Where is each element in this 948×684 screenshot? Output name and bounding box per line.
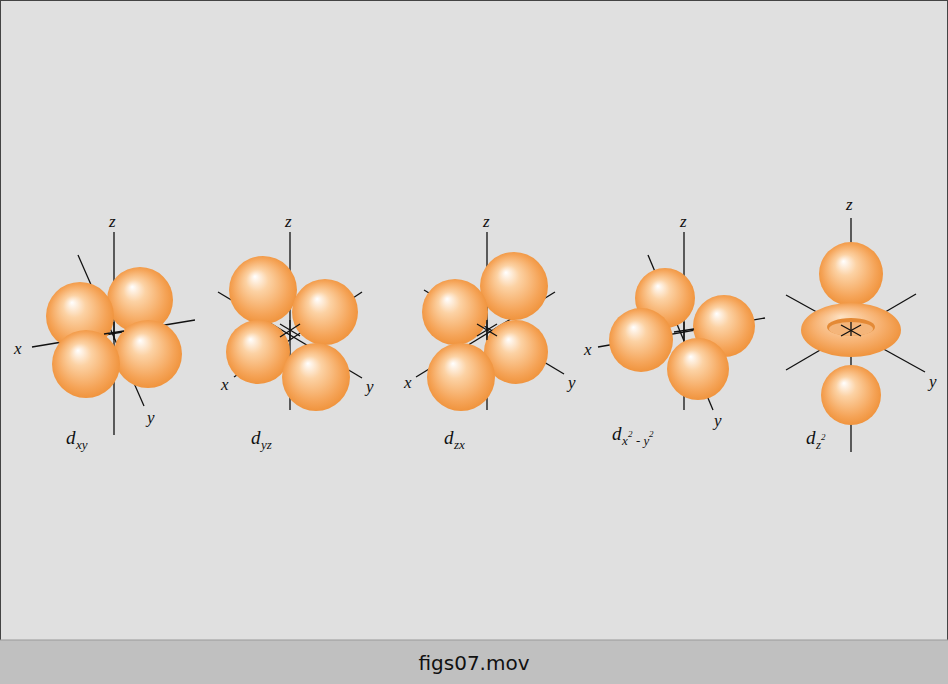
orbital-superscript: 2 [649,430,654,439]
orbital-subscript: x [622,434,628,447]
caption-bar: figs07.mov [0,641,948,684]
axis-label: z [680,213,687,230]
orbital-label: d [612,424,622,443]
orbital-label: d [66,428,76,447]
orbital-lobes [46,242,901,425]
bottom-bar [0,640,948,684]
orbital-label: d [444,428,454,447]
orbital-label: d [806,428,816,447]
orbital-subscript: zx [454,438,465,451]
orbital-superscript: 2 [821,433,826,442]
orbital-superscript: 2 [628,430,633,439]
orbital-subscript: yz [261,438,272,451]
axis-label: x [404,374,412,391]
orbital-subscript: z [816,438,821,451]
axis-crossings [104,320,861,340]
axis-label: z [109,213,116,230]
orbital-subscript: - y [636,434,649,447]
axis-label: x [221,376,229,393]
axis-label: y [568,374,576,391]
axis-label: x [14,340,22,357]
bar-edge [0,640,948,641]
orbital-label: d [251,428,261,447]
axes [32,218,925,452]
axis-label: y [929,373,937,390]
axis-label: z [285,213,292,230]
orbital-subscript: xy [76,438,88,451]
axis-label: z [483,213,490,230]
axis-label: y [366,378,374,395]
axis-label: y [147,409,155,426]
axis-label: y [714,412,722,429]
axis-label: x [584,341,592,358]
axis-label: z [846,196,853,213]
file-caption: figs07.mov [418,651,529,675]
